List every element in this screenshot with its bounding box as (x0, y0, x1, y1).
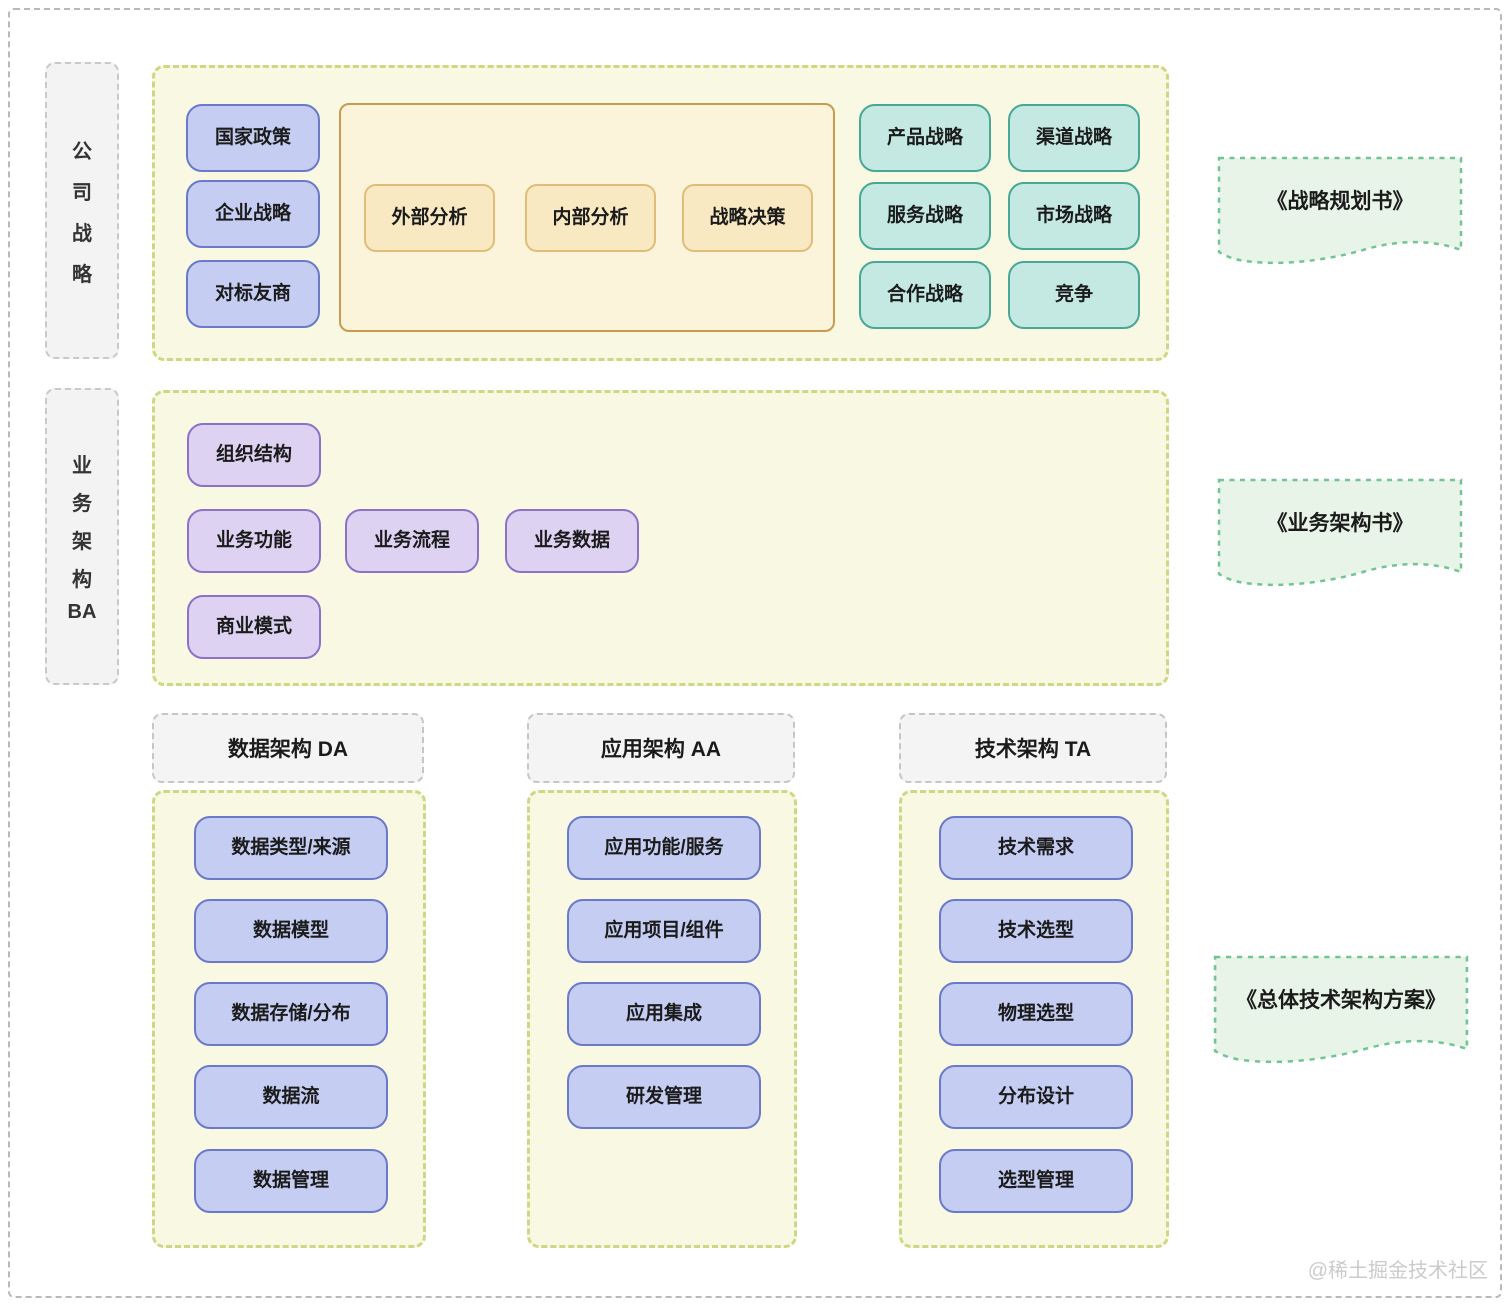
application-architecture-header: 应用架构 AA (527, 713, 795, 783)
strategy-input-node: 对标友商 (186, 260, 320, 328)
axis-label-char: BA (67, 601, 97, 623)
axis-label-char: 略 (72, 263, 92, 286)
node-label: 竞争 (1054, 284, 1093, 306)
watermark: @稀土掘金技术社区 (1307, 1260, 1488, 1282)
business-architecture-axis-label: 业 务 架 构 BA (45, 388, 119, 685)
business-node: 商业模式 (187, 595, 321, 659)
document-title: 《战略规划书》 (1266, 190, 1414, 213)
app-node: 应用功能/服务 (567, 816, 761, 880)
tech-node: 分布设计 (939, 1065, 1133, 1129)
node-label: 研发管理 (625, 1086, 702, 1108)
document-title: 《总体技术架构方案》 (1236, 989, 1446, 1012)
node-label: 数据管理 (252, 1170, 329, 1192)
strategy-output-node: 产品战略 (859, 104, 991, 172)
data-node: 数据类型/来源 (194, 816, 388, 880)
data-architecture-section: 数据类型/来源 数据模型 数据存储/分布 数据流 数据管理 (152, 790, 426, 1248)
app-node: 应用集成 (567, 982, 761, 1046)
node-label: 渠道战略 (1035, 127, 1112, 149)
axis-label-char: 构 (72, 569, 92, 591)
analysis-node: 外部分析 (364, 184, 495, 252)
data-architecture-header: 数据架构 DA (152, 713, 424, 783)
node-label: 应用集成 (625, 1003, 702, 1025)
company-strategy-axis-label: 公 司 战 略 (45, 62, 119, 359)
app-node: 研发管理 (567, 1065, 761, 1129)
node-label: 对标友商 (214, 283, 291, 305)
axis-label-char: 公 (72, 140, 92, 163)
tech-architecture-document: 《总体技术架构方案》 (1213, 955, 1469, 1067)
strategy-output-node: 渠道战略 (1008, 104, 1140, 172)
node-label: 服务战略 (886, 205, 963, 227)
node-label: 业务数据 (533, 530, 610, 552)
strategy-plan-document: 《战略规划书》 (1217, 156, 1463, 268)
axis-label-char: 司 (72, 181, 92, 204)
data-node: 数据存储/分布 (194, 982, 388, 1046)
strategy-input-node: 企业战略 (186, 180, 320, 248)
node-label: 物理选型 (997, 1003, 1074, 1025)
document-shape-icon (1217, 156, 1463, 265)
node-label: 外部分析 (391, 207, 468, 229)
data-node: 数据管理 (194, 1149, 388, 1213)
strategy-analysis-group: 外部分析 内部分析 战略决策 (339, 103, 835, 332)
app-node: 应用项目/组件 (567, 899, 761, 963)
data-node: 数据流 (194, 1065, 388, 1129)
strategy-output-node: 竞争 (1008, 261, 1140, 329)
technology-architecture-header: 技术架构 TA (899, 713, 1167, 783)
strategy-output-node: 合作战略 (859, 261, 991, 329)
tech-node: 物理选型 (939, 982, 1133, 1046)
node-label: 数据存储/分布 (231, 1003, 351, 1025)
header-label: 技术架构 TA (974, 738, 1092, 761)
business-node: 组织结构 (187, 423, 321, 487)
node-label: 数据类型/来源 (231, 837, 351, 859)
node-label: 技术选型 (997, 920, 1074, 942)
analysis-node: 战略决策 (682, 184, 813, 252)
application-architecture-section: 应用功能/服务 应用项目/组件 应用集成 研发管理 (527, 790, 797, 1248)
company-strategy-section: 国家政策 企业战略 对标友商 外部分析 内部分析 战略决策 产品战略 渠道战略 … (152, 65, 1169, 361)
node-label: 商业模式 (215, 616, 292, 638)
technology-architecture-section: 技术需求 技术选型 物理选型 分布设计 选型管理 (899, 790, 1169, 1248)
business-node: 业务功能 (187, 509, 321, 573)
analysis-node: 内部分析 (525, 184, 656, 252)
strategy-input-node: 国家政策 (186, 104, 320, 172)
node-label: 国家政策 (214, 127, 291, 149)
node-label: 内部分析 (552, 207, 629, 229)
document-shape-icon (1213, 955, 1469, 1064)
node-label: 应用项目/组件 (604, 920, 724, 942)
node-label: 组织结构 (215, 444, 292, 466)
node-label: 数据模型 (252, 920, 329, 942)
node-label: 数据流 (262, 1086, 320, 1108)
node-label: 分布设计 (997, 1086, 1074, 1108)
header-label: 数据架构 DA (227, 738, 349, 761)
business-architecture-document: 《业务架构书》 (1217, 478, 1463, 590)
axis-label-char: 战 (72, 222, 92, 245)
node-label: 战略决策 (709, 207, 786, 229)
axis-label-char: 架 (72, 531, 92, 553)
node-label: 企业战略 (214, 203, 291, 225)
data-node: 数据模型 (194, 899, 388, 963)
node-label: 选型管理 (997, 1170, 1074, 1192)
tech-node: 技术需求 (939, 816, 1133, 880)
node-label: 业务流程 (373, 530, 450, 552)
business-architecture-section: 组织结构 业务功能 业务流程 业务数据 商业模式 (152, 390, 1169, 686)
strategy-output-node: 服务战略 (859, 182, 991, 250)
strategy-output-node: 市场战略 (1008, 182, 1140, 250)
node-label: 产品战略 (886, 127, 963, 149)
business-node: 业务流程 (345, 509, 479, 573)
node-label: 合作战略 (886, 284, 963, 306)
node-label: 应用功能/服务 (604, 837, 724, 859)
node-label: 业务功能 (215, 530, 292, 552)
axis-label-char: 务 (72, 493, 92, 515)
outer-border (8, 8, 1502, 1298)
business-node: 业务数据 (505, 509, 639, 573)
tech-node: 技术选型 (939, 899, 1133, 963)
document-shape-icon (1217, 478, 1463, 587)
document-title: 《业务架构书》 (1266, 512, 1414, 535)
header-label: 应用架构 AA (600, 738, 722, 761)
axis-label-char: 业 (72, 455, 92, 477)
node-label: 市场战略 (1035, 205, 1112, 227)
tech-node: 选型管理 (939, 1149, 1133, 1213)
node-label: 技术需求 (997, 837, 1074, 859)
